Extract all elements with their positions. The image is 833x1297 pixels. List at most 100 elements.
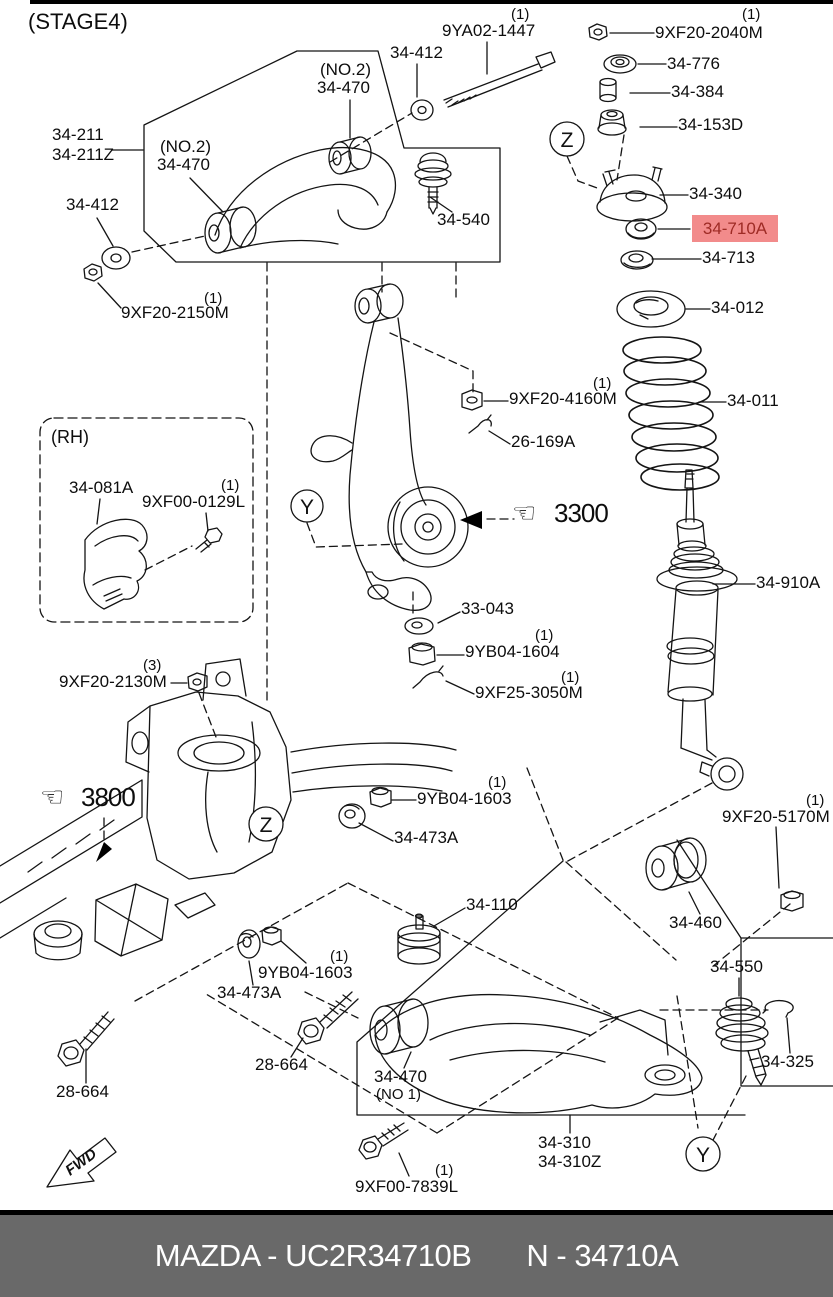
part-label: 9XF00-0129L [142, 492, 246, 511]
part-label: 34-470 [157, 155, 210, 174]
part-qualifier: (NO.2) [160, 137, 211, 156]
ref-y-top: Y [300, 496, 314, 519]
part-label: 9YA02-1447 [442, 21, 536, 40]
fwd-label: FWD [62, 1145, 100, 1179]
bolt-0129l-sketch [195, 527, 223, 553]
part-label: 34-776 [667, 54, 720, 73]
highlighted-part-text: 34-710A [702, 218, 768, 238]
part-label: 34-550 [710, 957, 763, 976]
qty-label: (1) [221, 477, 240, 494]
part-label: 34-012 [711, 298, 764, 317]
part-label: 9XF25-3050M [475, 683, 583, 702]
part-label: 9XF20-2130M [59, 672, 167, 691]
part-label: 26-169A [511, 432, 576, 451]
part-label: 9XF20-2150M [121, 303, 229, 322]
nut-5170m-sketch [780, 890, 804, 912]
qty-label: (1) [204, 290, 223, 307]
hand-pointer-icon: ☜ [512, 498, 537, 529]
qty-label: (1) [511, 6, 530, 23]
clamp-34-081a-sketch [83, 518, 148, 610]
washer-34-412-top-sketch [410, 99, 434, 121]
bump-stop-sketch [397, 913, 441, 965]
ball-joint-34-550-sketch [715, 997, 769, 1086]
bolt-9ya02-sketch [443, 51, 556, 108]
snap-ring-34-325-sketch [762, 999, 794, 1018]
part-label: 34-713 [702, 248, 755, 267]
part-label: 34-325 [761, 1052, 814, 1071]
rh-label: (RH) [51, 427, 89, 447]
part-label: 34-340 [689, 184, 742, 203]
part-label: 9XF20-4160M [509, 389, 617, 408]
section-ref-3300: 3300 [554, 498, 609, 528]
coil-spring-sketch [622, 336, 720, 491]
top-border-line [30, 0, 833, 4]
qty-label: (1) [330, 948, 349, 965]
ball-joint-34-540-sketch [414, 152, 452, 215]
part-label: 9XF00-7839L [355, 1177, 459, 1196]
part-label: 34-384 [671, 82, 724, 101]
part-label: 9YB04-1603 [258, 963, 353, 982]
lower-control-arm-sketch [369, 993, 703, 1114]
part-label: 34-153D [678, 115, 744, 134]
cotter-pin-3050m-sketch [412, 665, 444, 689]
rh-box [39, 417, 254, 623]
part-label: 34-470 [374, 1067, 427, 1086]
part-label: 34-910A [756, 573, 821, 592]
steering-knuckle-sketch [310, 283, 482, 611]
part-label: 33-043 [461, 599, 514, 618]
nut-2130m-sketch [187, 672, 208, 692]
ref-z-bottom: Z [260, 814, 273, 837]
fwd-arrow: FWD [46, 1137, 117, 1188]
part-label: 34-473A [217, 983, 282, 1002]
bolt-28-664-right-sketch [297, 991, 359, 1045]
cotter-pin-26-169a-sketch [468, 414, 492, 434]
part-label: 34-081A [69, 478, 134, 497]
ref-z-top: Z [561, 129, 574, 152]
part-label: 34-310 [538, 1133, 591, 1152]
ref-y-bottom: Y [696, 1144, 710, 1167]
qty-label: (1) [561, 669, 580, 686]
part-label: 34-470 [317, 78, 370, 97]
ref-circles [248, 121, 721, 1172]
footer-catalog-code: MAZDA - UC2R34710B [154, 1238, 472, 1273]
section-ref-3800: 3800 [81, 782, 136, 812]
bushing-34-460-sketch [645, 837, 707, 891]
washer-33-043-sketch [404, 617, 434, 635]
qty-label: (1) [806, 792, 825, 809]
highlighted-part-label: 34-710A [692, 215, 778, 242]
qty-label: (1) [742, 6, 761, 23]
part-label: 34-460 [669, 913, 722, 932]
qty-label: (1) [593, 375, 612, 392]
part-label: 9XF20-2040M [655, 23, 763, 42]
part-qualifier: (NO.2) [320, 60, 371, 79]
part-label: 34-540 [437, 210, 490, 229]
part-label: 9XF20-5170M [722, 807, 830, 826]
part-label: 34-211 [52, 125, 104, 144]
part-qualifier: (NO 1) [376, 1086, 421, 1103]
shock-absorber-sketch [656, 469, 744, 791]
part-label: 28-664 [56, 1082, 109, 1101]
upper-control-arm-sketch [204, 136, 397, 254]
stage-title: (STAGE4) [28, 9, 128, 34]
frame-pointer-arrowhead [96, 842, 112, 862]
footer-bar: MAZDA - UC2R34710B N - 34710A [0, 1210, 833, 1297]
part-label: 28-664 [255, 1055, 308, 1074]
nut-4160m-sketch [461, 389, 483, 411]
nut-1603a-washer-sketch [338, 786, 392, 829]
bolt-28-664-left-sketch [57, 1011, 115, 1067]
part-label: 34-011 [727, 391, 779, 410]
nut-1604-sketch [408, 642, 436, 666]
bolt-7839l-sketch [358, 1122, 409, 1160]
part-label: 34-110 [466, 895, 518, 914]
part-label: 9YB04-1604 [465, 642, 560, 661]
strut-mount-stack-sketch [588, 23, 686, 328]
washer-nut-2150m-sketch [83, 246, 131, 282]
qty-label: (1) [535, 627, 554, 644]
qty-label: (1) [435, 1162, 454, 1179]
upper-arm-box [143, 50, 501, 263]
qty-label: (1) [488, 774, 507, 791]
qty-label: (3) [143, 657, 162, 674]
part-label: 34-310Z [538, 1152, 602, 1171]
